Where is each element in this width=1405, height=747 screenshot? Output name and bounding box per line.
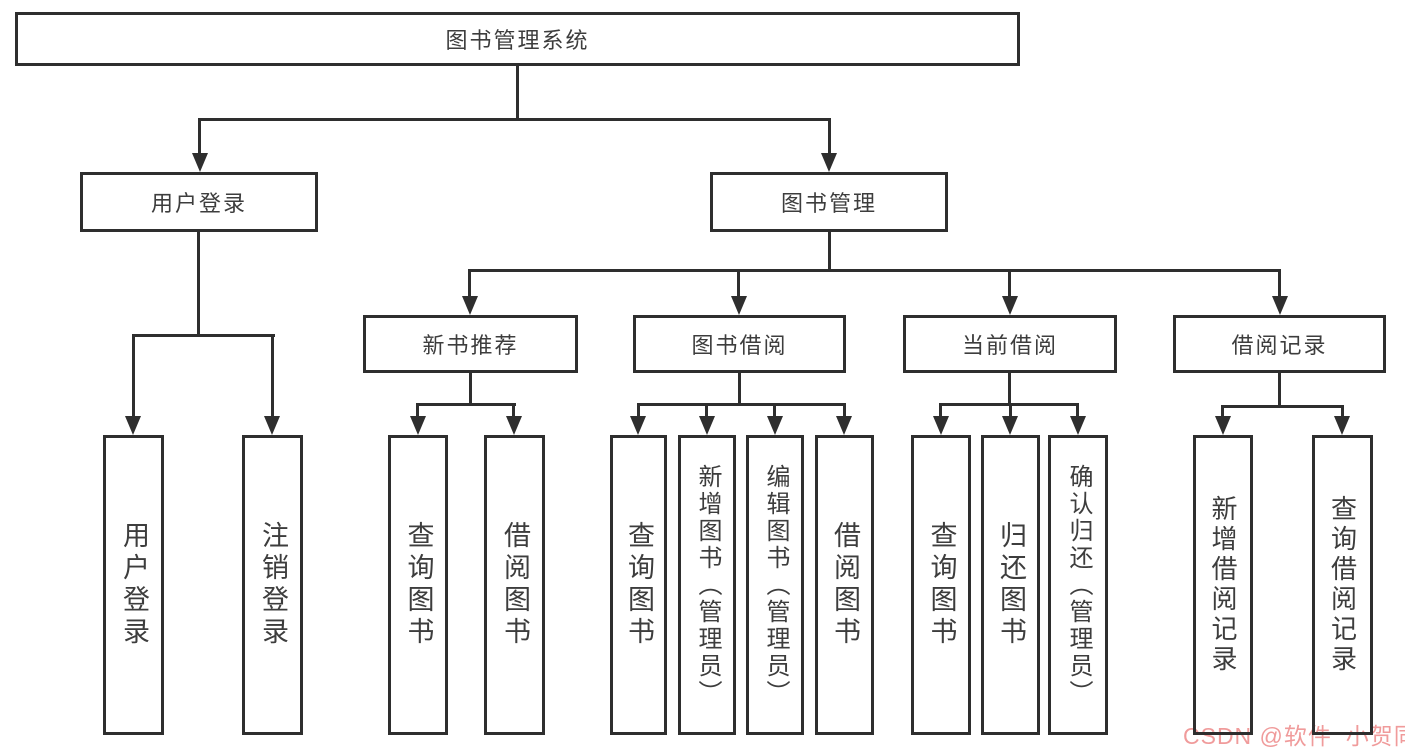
connector-drop <box>468 269 471 296</box>
leaf-add-borrow-record: 新增借阅记录 <box>1193 435 1253 735</box>
leaf-label: 确认归还（管理员） <box>1065 463 1092 707</box>
node-label: 图书借阅 <box>691 333 788 358</box>
leaf-label: 编辑图书（管理员） <box>762 463 789 707</box>
connector-drop <box>132 334 135 416</box>
node-library-management-system: 图书管理系统 <box>15 12 1020 66</box>
connector-drop <box>271 334 274 416</box>
leaf-label: 查询图书 <box>403 521 434 649</box>
connector-bar <box>417 403 516 406</box>
connector-drop <box>1009 403 1012 417</box>
connector-drop <box>737 269 740 296</box>
leaf-label: 用户登录 <box>119 521 149 649</box>
leaf-label: 借阅图书 <box>500 521 530 649</box>
arrowhead-down-icon <box>836 416 852 435</box>
node-current-borrowing: 当前借阅 <box>903 315 1117 373</box>
watermark-text: CSDN @软件_小贺同学 <box>1183 723 1405 747</box>
connector-bar <box>469 269 1281 272</box>
connector-stem <box>197 232 200 336</box>
leaf-return-books: 归还图书 <box>981 435 1040 735</box>
connector-drop <box>1008 269 1011 296</box>
leaf-label: 新增图书（管理员） <box>694 463 721 707</box>
connector-drop <box>1221 405 1224 417</box>
arrowhead-down-icon <box>699 416 715 435</box>
connector-drop <box>1341 405 1344 417</box>
node-book-management: 图书管理 <box>710 172 948 232</box>
connector-stem <box>1008 373 1011 405</box>
leaf-logout: 注销登录 <box>242 435 303 735</box>
leaf-user-login: 用户登录 <box>103 435 164 735</box>
leaf-borrow-books-borrowing: 借阅图书 <box>815 435 874 735</box>
leaf-label: 归还图书 <box>996 521 1026 649</box>
leaf-query-books-borrowing: 查询图书 <box>610 435 667 735</box>
connector-stem <box>1278 373 1281 407</box>
node-borrowing-records: 借阅记录 <box>1173 315 1386 373</box>
connector-stem <box>738 373 741 405</box>
leaf-confirm-return-admin: 确认归还（管理员） <box>1048 435 1108 735</box>
connector-bar <box>637 403 845 406</box>
node-label: 新书推荐 <box>422 333 519 358</box>
leaf-label: 查询借阅记录 <box>1327 495 1358 675</box>
arrowhead-down-icon <box>767 416 783 435</box>
connector-drop <box>843 403 846 417</box>
connector-drop <box>637 403 640 417</box>
node-label: 图书管理系统 <box>445 28 590 53</box>
arrowhead-down-icon <box>1215 416 1231 435</box>
leaf-label: 注销登录 <box>258 521 288 649</box>
leaf-query-books-recommend: 查询图书 <box>388 435 448 735</box>
connector-drop <box>512 403 515 417</box>
connector-drop <box>416 403 419 417</box>
connector-stem <box>469 373 472 405</box>
node-user-login: 用户登录 <box>80 172 318 232</box>
leaf-add-books-admin: 新增图书（管理员） <box>678 435 736 735</box>
node-label: 图书管理 <box>780 191 877 216</box>
leaf-query-borrow-record: 查询借阅记录 <box>1312 435 1373 735</box>
arrowhead-down-icon <box>1070 416 1086 435</box>
leaf-borrow-books-recommend: 借阅图书 <box>484 435 545 735</box>
connector-drop <box>705 403 708 417</box>
connector-drop <box>1278 269 1281 296</box>
connector-drop <box>828 118 831 154</box>
arrowhead-down-icon <box>1272 296 1288 315</box>
leaf-query-books-current: 查询图书 <box>911 435 971 735</box>
arrowhead-down-icon <box>410 416 426 435</box>
arrowhead-down-icon <box>933 416 949 435</box>
leaf-label: 查询图书 <box>624 521 654 649</box>
node-new-book-recommendation: 新书推荐 <box>363 315 578 373</box>
arrowhead-down-icon <box>821 153 837 172</box>
node-label: 借阅记录 <box>1231 333 1328 358</box>
arrowhead-down-icon <box>630 416 646 435</box>
leaf-label: 新增借阅记录 <box>1208 495 1238 675</box>
arrowhead-down-icon <box>731 296 747 315</box>
node-label: 当前借阅 <box>961 333 1058 358</box>
leaf-edit-books-admin: 编辑图书（管理员） <box>746 435 804 735</box>
arrowhead-down-icon <box>462 296 478 315</box>
connector-drop <box>1076 403 1079 417</box>
leaf-label: 借阅图书 <box>830 521 860 649</box>
arrowhead-down-icon <box>506 416 522 435</box>
arrowhead-down-icon <box>125 416 141 435</box>
connector-bar <box>1222 405 1343 408</box>
arrowhead-down-icon <box>1334 416 1350 435</box>
connector-drop <box>198 118 201 154</box>
connector-bar <box>132 334 275 337</box>
connector-drop <box>773 403 776 417</box>
connector-stem <box>828 232 831 272</box>
arrowhead-down-icon <box>192 153 208 172</box>
arrowhead-down-icon <box>1002 416 1018 435</box>
node-book-borrowing: 图书借阅 <box>633 315 846 373</box>
connector-stem <box>516 66 519 119</box>
connector-drop <box>939 403 942 417</box>
leaf-label: 查询图书 <box>926 521 957 649</box>
node-label: 用户登录 <box>150 191 247 216</box>
arrowhead-down-icon <box>264 416 280 435</box>
arrowhead-down-icon <box>1002 296 1018 315</box>
connector-bar <box>198 118 831 121</box>
